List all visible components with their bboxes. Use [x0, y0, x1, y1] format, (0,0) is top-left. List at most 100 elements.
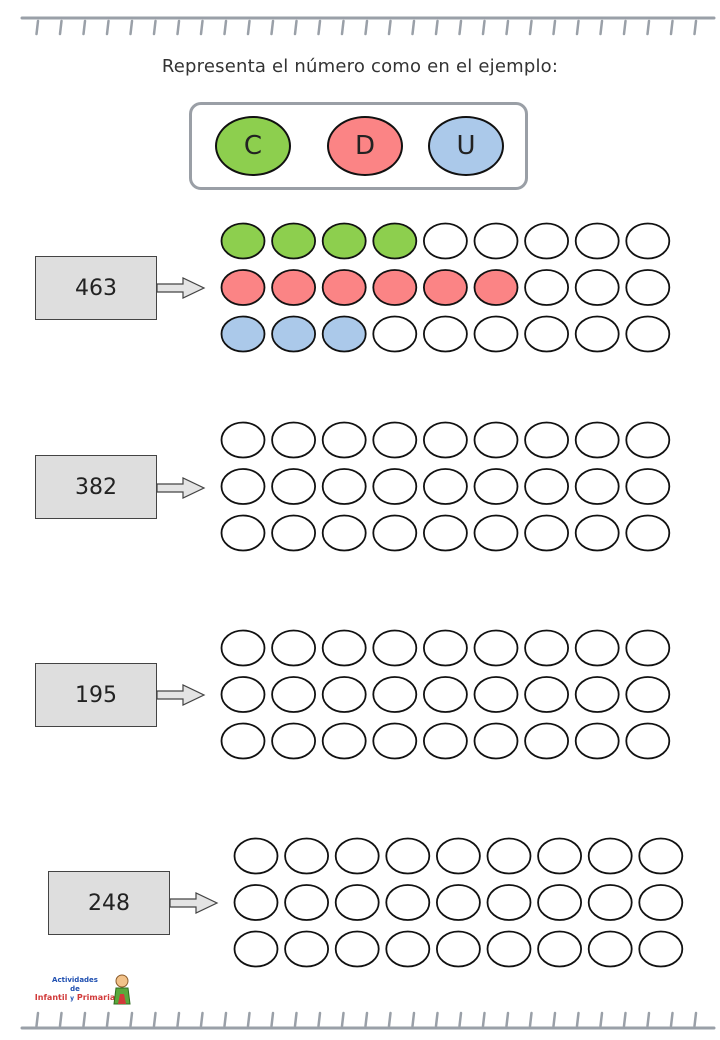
circle	[537, 837, 582, 875]
arrow-icon	[156, 684, 206, 706]
circle	[372, 629, 418, 667]
circle	[574, 722, 620, 760]
circle	[220, 421, 266, 459]
circle	[524, 421, 569, 459]
circle	[422, 629, 468, 667]
circle	[321, 421, 367, 459]
site-logo: Actividades de Infantil y Primaria	[30, 974, 132, 1008]
circle	[284, 884, 330, 921]
circle	[473, 629, 519, 667]
circle	[537, 884, 582, 921]
circle	[625, 514, 671, 552]
circle	[321, 514, 367, 552]
circle	[271, 629, 317, 667]
circle	[372, 722, 418, 760]
circle	[473, 722, 519, 760]
circle	[473, 676, 519, 713]
circle	[271, 315, 317, 353]
legend-centenas: C	[215, 116, 291, 176]
circle	[435, 930, 481, 968]
circle	[385, 884, 431, 921]
circle	[271, 676, 317, 713]
circle	[334, 930, 380, 968]
circle	[334, 837, 380, 875]
circle	[473, 468, 519, 505]
circle	[422, 468, 468, 505]
number-box-3: 195	[35, 663, 157, 727]
circle	[473, 222, 519, 260]
circle	[638, 930, 684, 968]
circle	[271, 514, 317, 552]
circle	[422, 514, 468, 552]
circle	[372, 222, 418, 260]
circle	[271, 468, 317, 505]
circle	[422, 722, 468, 760]
circle	[524, 676, 569, 713]
circle	[574, 269, 620, 306]
circle	[625, 629, 671, 667]
circle	[524, 222, 569, 260]
circle	[233, 884, 279, 921]
circle	[321, 629, 367, 667]
circle	[638, 884, 684, 921]
circle	[321, 222, 367, 260]
circle	[435, 884, 481, 921]
circle	[524, 629, 569, 667]
legend-unidades: U	[428, 116, 504, 176]
circle	[473, 269, 519, 306]
circle	[220, 676, 266, 713]
circle	[638, 837, 684, 875]
circle	[574, 514, 620, 552]
circle	[422, 222, 468, 260]
circle	[220, 269, 266, 306]
number-box-4: 248	[48, 871, 170, 935]
circle	[435, 837, 481, 875]
circle	[220, 629, 266, 667]
circle	[321, 269, 367, 306]
arrow-icon	[169, 892, 219, 914]
circle	[422, 421, 468, 459]
circle	[524, 468, 569, 505]
circle	[574, 676, 620, 713]
arrow-icon	[156, 477, 206, 499]
circle	[587, 930, 633, 968]
circle	[422, 676, 468, 713]
circle	[524, 514, 569, 552]
circle	[524, 269, 569, 306]
circle	[220, 722, 266, 760]
circle	[220, 514, 266, 552]
circle	[321, 468, 367, 505]
child-figure-icon	[113, 974, 131, 1005]
circle	[473, 514, 519, 552]
circle	[233, 837, 279, 875]
circle	[574, 315, 620, 353]
circle	[372, 676, 418, 713]
circle	[486, 837, 532, 875]
circle	[422, 315, 468, 353]
circle	[422, 269, 468, 306]
circle	[321, 722, 367, 760]
circle	[574, 222, 620, 260]
circle	[372, 468, 418, 505]
circle	[625, 468, 671, 505]
circle	[524, 722, 569, 760]
circle	[220, 468, 266, 505]
circle	[271, 222, 317, 260]
circle	[271, 722, 317, 760]
circle	[372, 514, 418, 552]
circle	[625, 269, 671, 306]
circle	[372, 421, 418, 459]
circle	[372, 269, 418, 306]
circle	[233, 930, 279, 968]
circle	[587, 884, 633, 921]
circle	[271, 269, 317, 306]
circle	[625, 222, 671, 260]
circle	[284, 837, 330, 875]
circle	[220, 222, 266, 260]
circle	[587, 837, 633, 875]
circle	[574, 468, 620, 505]
circle	[473, 315, 519, 353]
circle	[486, 884, 532, 921]
circle	[625, 315, 671, 353]
circle	[625, 421, 671, 459]
